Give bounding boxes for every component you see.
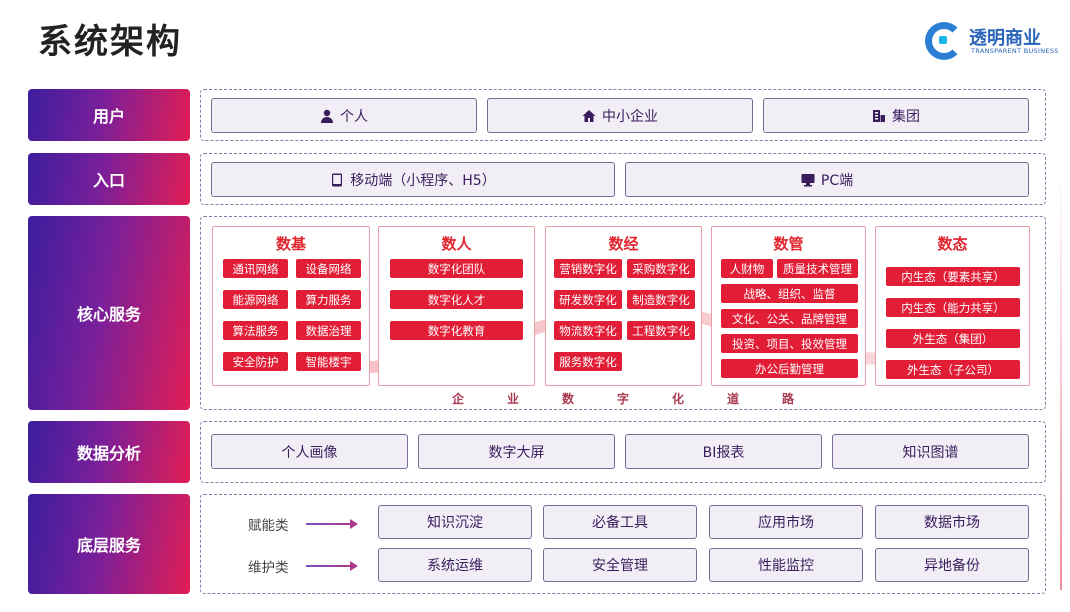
core-tag[interactable]: 能源网络 bbox=[223, 290, 288, 309]
core-tag[interactable]: 数字化人才 bbox=[390, 290, 523, 309]
road-char: 字 bbox=[617, 392, 630, 406]
user-group-button[interactable]: 集团 bbox=[763, 98, 1029, 133]
entry-mobile-button[interactable]: 移动端（小程序、H5） bbox=[211, 162, 615, 197]
tablet-icon bbox=[332, 173, 343, 186]
core-tag[interactable]: 人财物 bbox=[721, 259, 773, 278]
road-char: 业 bbox=[507, 392, 520, 406]
core-col-ecosystem: 数态 内生态（要素共享） 内生态（能力共享） 外生态（集团） 外生态（子公司） bbox=[875, 226, 1030, 386]
core-tag[interactable]: 办公后勤管理 bbox=[721, 359, 858, 378]
logo-icon bbox=[925, 22, 963, 60]
core-col-talent: 数人 数字化团队 数字化人才 数字化教育 bbox=[378, 226, 535, 386]
desktop-icon bbox=[801, 173, 815, 186]
core-tag[interactable]: 外生态（集团） bbox=[886, 329, 1020, 348]
user-sme-label: 中小企业 bbox=[602, 108, 658, 125]
core-col-title: 数态 bbox=[937, 235, 968, 253]
core-tag[interactable]: 研发数字化 bbox=[554, 290, 622, 309]
core-tag[interactable]: 通讯网络 bbox=[223, 259, 288, 278]
entry-mobile-label: 移动端（小程序、H5） bbox=[350, 172, 496, 189]
user-panel bbox=[200, 89, 1046, 141]
analysis-portrait-button[interactable]: 个人画像 bbox=[211, 434, 408, 469]
user-individual-label: 个人 bbox=[340, 108, 368, 125]
base-panel bbox=[200, 494, 1046, 594]
user-sme-button[interactable]: 中小企业 bbox=[487, 98, 753, 133]
base-maintain-button[interactable]: 异地备份 bbox=[875, 548, 1029, 582]
base-maintain-button[interactable]: 安全管理 bbox=[543, 548, 697, 582]
core-tag[interactable]: 数字化教育 bbox=[390, 321, 523, 340]
maintain-arrow-icon bbox=[306, 561, 358, 571]
row-label-analysis: 数据分析 bbox=[28, 421, 190, 483]
core-col-title: 数人 bbox=[441, 235, 472, 253]
core-tag[interactable]: 安全防护 bbox=[223, 352, 288, 371]
page-title: 系统架构 bbox=[38, 22, 182, 62]
brand-logo: 透明商业 TRANSPARENT BUSINESS bbox=[925, 20, 1058, 60]
core-tag[interactable]: 设备网络 bbox=[296, 259, 361, 278]
base-maintain-button[interactable]: 性能监控 bbox=[709, 548, 863, 582]
core-tag[interactable]: 文化、公关、品牌管理 bbox=[721, 309, 858, 328]
home-icon bbox=[582, 109, 596, 122]
analysis-bigscreen-button[interactable]: 数字大屏 bbox=[418, 434, 615, 469]
user-group-label: 集团 bbox=[892, 108, 920, 125]
maintain-category-label: 维护类 bbox=[248, 560, 289, 576]
core-tag[interactable]: 数据治理 bbox=[296, 321, 361, 340]
road-char: 化 bbox=[672, 392, 685, 406]
logo-name: 透明商业 bbox=[969, 28, 1041, 49]
core-tag[interactable]: 算法服务 bbox=[223, 321, 288, 340]
row-label-base: 底层服务 bbox=[28, 494, 190, 594]
entry-panel bbox=[200, 153, 1046, 205]
entry-pc-label: PC端 bbox=[820, 172, 854, 189]
base-enable-button[interactable]: 知识沉淀 bbox=[378, 505, 532, 539]
user-individual-button[interactable]: 个人 bbox=[211, 98, 477, 133]
logo-subtitle: TRANSPARENT BUSINESS bbox=[971, 47, 1059, 55]
core-col-title: 数经 bbox=[608, 235, 639, 253]
core-tag[interactable]: 工程数字化 bbox=[627, 321, 695, 340]
base-enable-button[interactable]: 数据市场 bbox=[875, 505, 1029, 539]
core-tag[interactable]: 采购数字化 bbox=[627, 259, 695, 278]
core-tag[interactable]: 服务数字化 bbox=[554, 352, 622, 371]
road-char: 企 bbox=[452, 392, 465, 406]
row-label-entry: 入口 bbox=[28, 153, 190, 205]
core-tag[interactable]: 投资、项目、投效管理 bbox=[721, 334, 858, 353]
core-tag[interactable]: 智能楼宇 bbox=[296, 352, 361, 371]
core-tag[interactable]: 数字化团队 bbox=[390, 259, 523, 278]
core-tag[interactable]: 外生态（子公司） bbox=[886, 360, 1020, 379]
core-tag[interactable]: 战略、组织、监督 bbox=[721, 284, 858, 303]
core-tag[interactable]: 质量技术管理 bbox=[777, 259, 858, 278]
core-tag[interactable]: 内生态（能力共享） bbox=[886, 298, 1020, 317]
base-maintain-button[interactable]: 系统运维 bbox=[378, 548, 532, 582]
road-char: 道 bbox=[727, 392, 740, 406]
base-enable-button[interactable]: 应用市场 bbox=[709, 505, 863, 539]
core-col-title: 数基 bbox=[275, 235, 306, 253]
row-label-user: 用户 bbox=[28, 89, 190, 141]
road-char: 路 bbox=[782, 392, 795, 406]
core-tag[interactable]: 营销数字化 bbox=[554, 259, 622, 278]
road-char: 数 bbox=[562, 392, 575, 406]
side-gradient-line bbox=[1060, 170, 1062, 590]
core-tag[interactable]: 内生态（要素共享） bbox=[886, 267, 1020, 286]
core-col-management: 数管 人财物 质量技术管理 战略、组织、监督 文化、公关、品牌管理 投资、项目、… bbox=[711, 226, 866, 386]
entry-pc-button[interactable]: PC端 bbox=[625, 162, 1029, 197]
analysis-panel bbox=[200, 421, 1046, 483]
core-tag[interactable]: 制造数字化 bbox=[627, 290, 695, 309]
analysis-knowledge-graph-button[interactable]: 知识图谱 bbox=[832, 434, 1029, 469]
building-icon bbox=[873, 109, 885, 122]
core-col-infra: 数基 通讯网络 设备网络 能源网络 算力服务 算法服务 数据治理 安全防护 智能… bbox=[212, 226, 370, 386]
person-icon bbox=[321, 109, 333, 123]
base-enable-button[interactable]: 必备工具 bbox=[543, 505, 697, 539]
core-tag[interactable]: 物流数字化 bbox=[554, 321, 622, 340]
enable-category-label: 赋能类 bbox=[248, 518, 289, 534]
row-label-core: 核心服务 bbox=[28, 216, 190, 410]
core-panel bbox=[200, 216, 1046, 410]
core-col-title: 数管 bbox=[773, 235, 804, 253]
core-col-economy: 数经 营销数字化 采购数字化 研发数字化 制造数字化 物流数字化 工程数字化 服… bbox=[545, 226, 702, 386]
core-tag[interactable]: 算力服务 bbox=[296, 290, 361, 309]
enable-arrow-icon bbox=[306, 519, 358, 529]
analysis-bi-report-button[interactable]: BI报表 bbox=[625, 434, 822, 469]
